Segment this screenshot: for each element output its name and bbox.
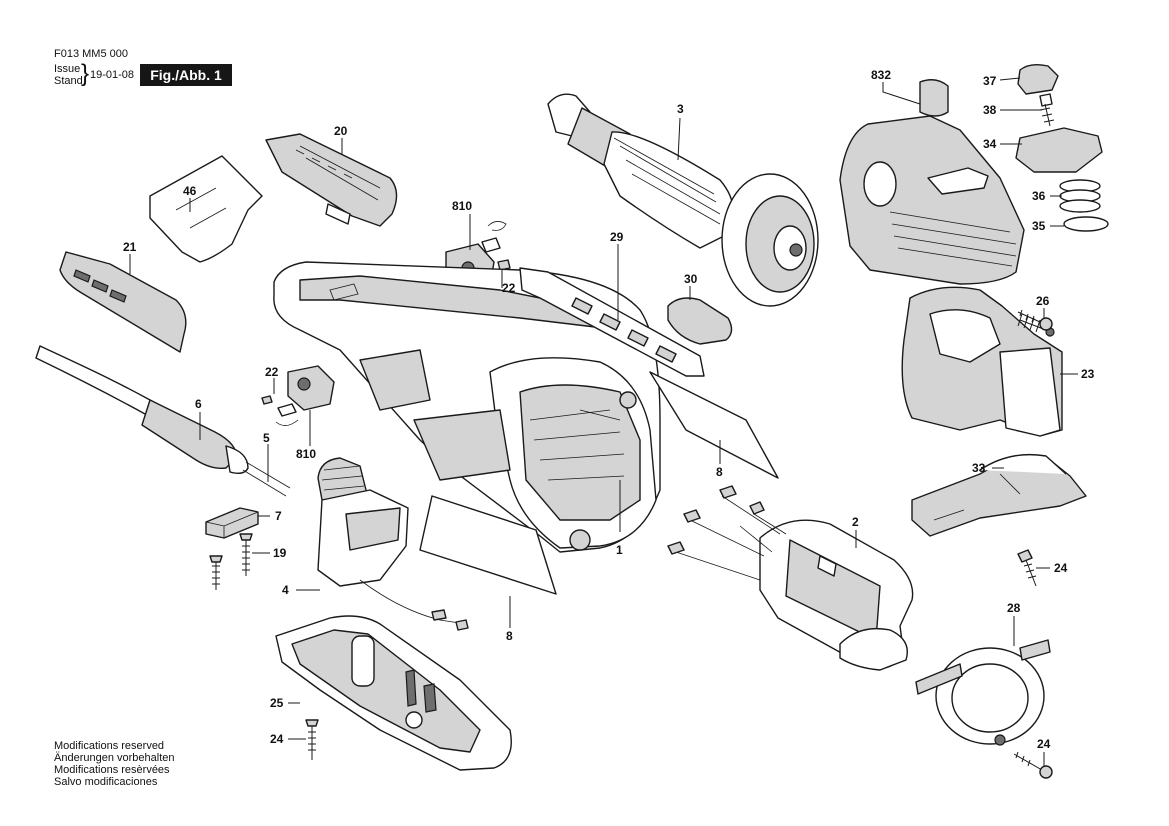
label-sheet-upper <box>649 371 779 479</box>
callout-8-upper: 8 <box>716 465 723 479</box>
callout-labels: 832 37 38 34 36 35 3 20 46 21 810 22 29 … <box>123 68 1095 751</box>
spindle-lock-parts <box>1015 63 1109 232</box>
callout-5: 5 <box>263 431 270 445</box>
callout-21: 21 <box>123 240 137 254</box>
issue-label: Issue <box>54 63 81 75</box>
brush-holder-lower <box>261 365 335 426</box>
note-fr: Modifications resèrvées <box>54 764 170 776</box>
callout-1: 1 <box>616 543 623 557</box>
switch-rod <box>519 267 705 377</box>
guard-ring-28 <box>915 639 1051 746</box>
callout-26: 26 <box>1036 294 1050 308</box>
stand-label: Stand <box>54 75 83 87</box>
callout-2: 2 <box>852 515 859 529</box>
callout-33: 33 <box>972 461 986 475</box>
callout-36: 36 <box>1032 189 1046 203</box>
callout-38: 38 <box>983 103 997 117</box>
callout-22-lower: 22 <box>265 365 279 379</box>
callout-24-right: 24 <box>1054 561 1068 575</box>
callout-28: 28 <box>1007 601 1021 615</box>
screws-19 <box>209 533 253 590</box>
callout-22-upper: 22 <box>502 281 516 295</box>
modification-notes: Modifications reserved Änderungen vorbeh… <box>54 740 174 788</box>
part-number: F013 MM5 000 <box>54 48 128 60</box>
callout-6: 6 <box>195 397 202 411</box>
callout-8-lower: 8 <box>506 629 513 643</box>
callout-37: 37 <box>983 74 997 88</box>
callout-832: 832 <box>871 68 891 82</box>
armature <box>547 93 819 307</box>
note-de: Änderungen vorbehalten <box>54 752 175 764</box>
leader-lines <box>129 77 1078 766</box>
issue-brace: } <box>81 60 90 87</box>
callout-25: 25 <box>270 696 284 710</box>
figure-label: Fig./Abb. 1 <box>140 64 232 86</box>
screw-24-bottom-right <box>1013 751 1053 779</box>
gear-head-832 <box>839 79 1025 285</box>
gear-housing <box>901 286 1063 437</box>
issue-date: 19-01-08 <box>90 69 135 81</box>
screw-26 <box>1017 309 1053 331</box>
handle-cover-20 <box>265 133 398 227</box>
callout-20: 20 <box>334 124 348 138</box>
power-cable <box>35 345 291 497</box>
callout-34: 34 <box>983 137 997 151</box>
callout-19: 19 <box>273 546 287 560</box>
label-sheet-lower <box>419 495 557 595</box>
screw-24-left <box>305 719 319 760</box>
bottom-cover <box>275 615 512 771</box>
callout-3: 3 <box>677 102 684 116</box>
rubber-grip-46 <box>149 155 263 263</box>
screw-24-right <box>1017 549 1037 587</box>
callout-29: 29 <box>610 230 624 244</box>
guard-base-33 <box>911 453 1087 537</box>
callout-24-left: 24 <box>270 732 284 746</box>
callout-4: 4 <box>282 583 289 597</box>
callout-810-lower: 810 <box>296 447 316 461</box>
callout-35: 35 <box>1032 219 1046 233</box>
callout-46: 46 <box>183 184 197 198</box>
callout-30: 30 <box>684 272 698 286</box>
note-es: Salvo modificaciones <box>54 776 158 788</box>
note-en: Modifications reserved <box>54 740 165 752</box>
switch-button <box>667 297 733 345</box>
electronics-module <box>317 457 469 631</box>
strain-relief <box>205 507 259 539</box>
callout-23: 23 <box>1081 367 1095 381</box>
callout-7: 7 <box>275 509 282 523</box>
callout-24-bottom: 24 <box>1037 737 1051 751</box>
handle-cover-21 <box>59 251 187 353</box>
stator-field <box>667 485 914 671</box>
callout-810-upper: 810 <box>452 199 472 213</box>
